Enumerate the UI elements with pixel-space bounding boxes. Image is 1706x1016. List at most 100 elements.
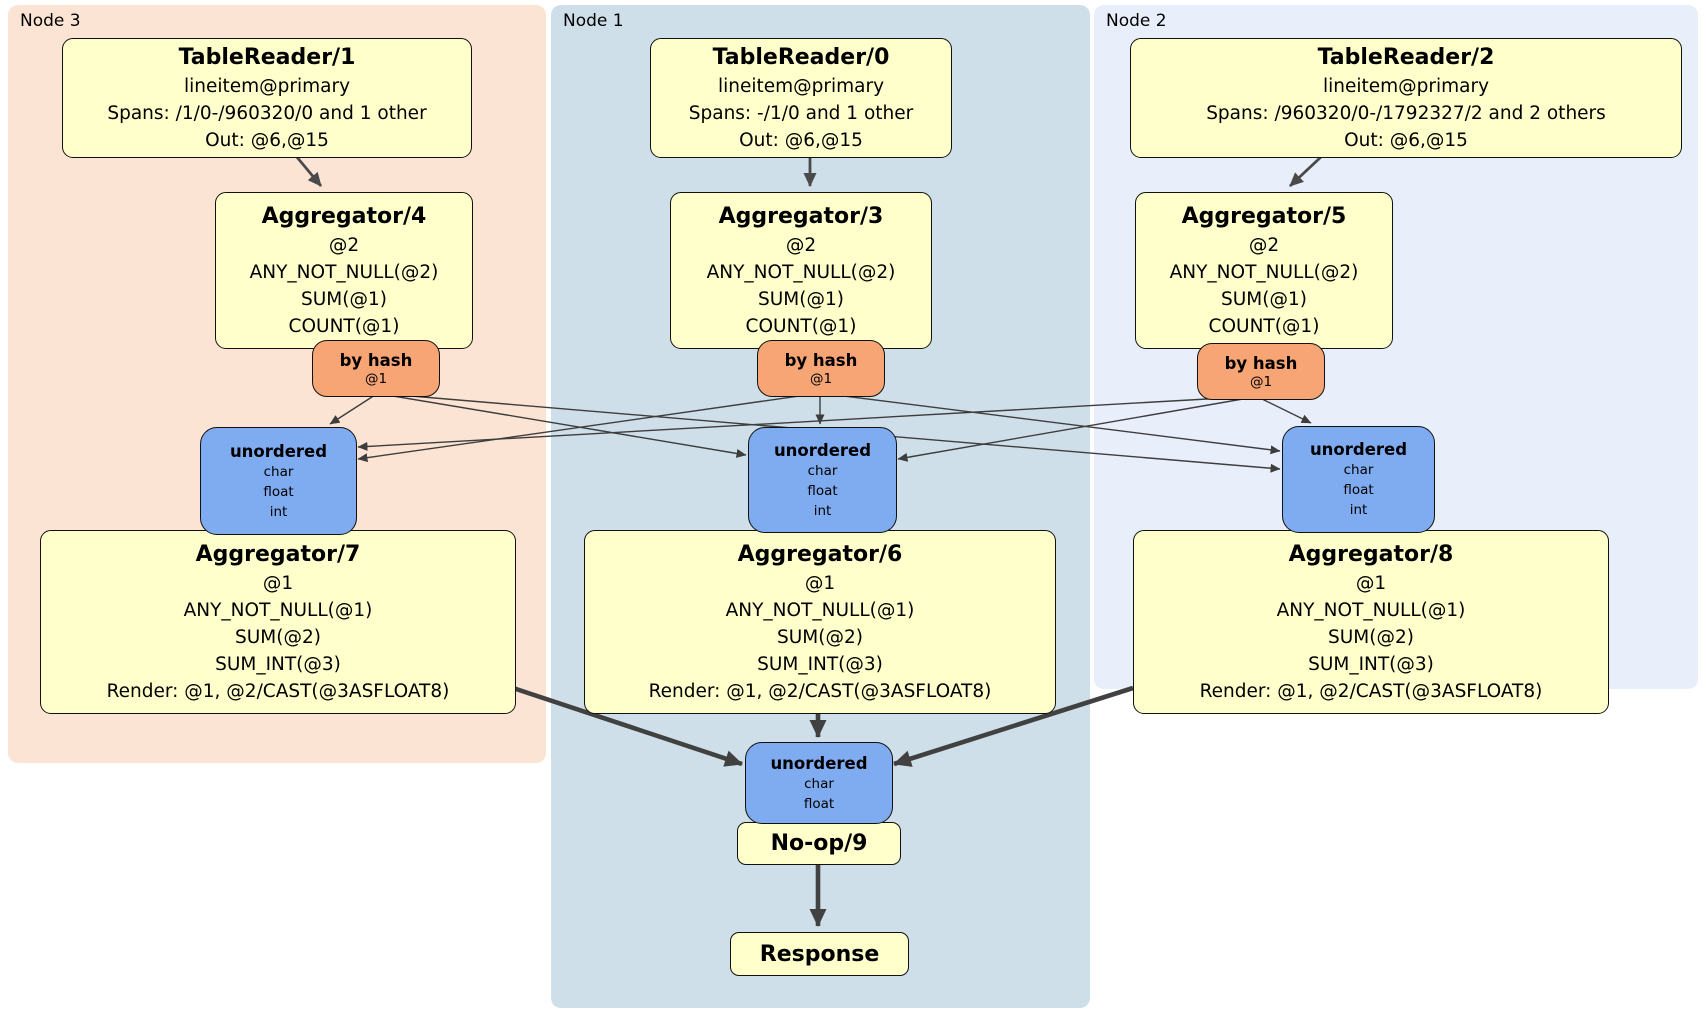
processor-title: Aggregator/4 xyxy=(261,203,427,229)
box-line: SUM(@2) xyxy=(777,626,863,648)
edge-rhA-syA xyxy=(329,394,376,425)
processor-title: Aggregator/8 xyxy=(1288,541,1454,567)
processor-title: TableReader/0 xyxy=(712,44,890,70)
processor-title: Aggregator/5 xyxy=(1181,203,1347,229)
box-line: ANY_NOT_NULL(@1) xyxy=(183,599,373,621)
box-line: Spans: /1/0-/960320/0 and 1 other xyxy=(107,102,427,124)
edge-agg8-finalsync xyxy=(893,685,1134,767)
box-line: SUM(@2) xyxy=(1328,626,1414,648)
router-key: @1 xyxy=(1249,373,1273,390)
edge-rhC-syB xyxy=(897,395,1261,462)
box-line: COUNT(@1) xyxy=(288,315,400,337)
box-line: float xyxy=(1343,482,1374,498)
box-line: ANY_NOT_NULL(@2) xyxy=(249,261,439,283)
router-key: @1 xyxy=(364,370,388,387)
box-line: lineitem@primary xyxy=(717,75,885,97)
box-line: ANY_NOT_NULL(@1) xyxy=(725,599,915,621)
edge-rhB-syA xyxy=(357,392,821,463)
box-line: SUM(@1) xyxy=(758,288,844,310)
processor-title: No-op/9 xyxy=(770,831,868,856)
box-line: SUM(@1) xyxy=(1221,288,1307,310)
router-title: by hash xyxy=(784,350,858,370)
unordered-sync-final: unordered char float xyxy=(745,742,893,824)
box-line: Spans: /960320/0-/1792327/2 and 2 others xyxy=(1206,102,1606,124)
router-title: by hash xyxy=(339,350,413,370)
node3-panel-label: Node 3 xyxy=(20,11,81,31)
box-line: SUM_INT(@3) xyxy=(215,653,341,675)
edge-rhA-syB xyxy=(374,392,747,458)
unordered-sync-node1: unordered char float int xyxy=(748,427,897,533)
box-line: lineitem@primary xyxy=(1322,75,1490,97)
box-line: @1 xyxy=(1355,572,1387,594)
sync-columns: char float xyxy=(804,774,834,814)
box-line: ANY_NOT_NULL(@2) xyxy=(1169,261,1359,283)
box-line: char xyxy=(263,463,294,480)
processor-title: TableReader/1 xyxy=(178,44,356,70)
processor-title: Aggregator/7 xyxy=(195,541,361,567)
response-node: Response xyxy=(730,932,909,976)
sync-title: unordered xyxy=(770,753,868,773)
box-line: SUM(@1) xyxy=(301,288,387,310)
hash-router-node3: by hash @1 xyxy=(312,340,440,397)
sync-title: unordered xyxy=(229,441,328,461)
box-line: ANY_NOT_NULL(@1) xyxy=(1276,599,1466,621)
box-line: lineitem@primary xyxy=(183,75,351,97)
box-line: int xyxy=(1349,502,1368,518)
edge-rhC-syC xyxy=(1259,397,1312,424)
box-line: @2 xyxy=(328,234,360,256)
response-title: Response xyxy=(759,941,880,967)
box-line: @1 xyxy=(804,572,836,594)
box-line: SUM(@2) xyxy=(235,626,321,648)
box-line: SUM_INT(@3) xyxy=(757,653,883,675)
edge-agg7-finalsync xyxy=(512,685,743,767)
processor-title: TableReader/2 xyxy=(1317,44,1495,70)
box-line: int xyxy=(269,503,288,520)
box-line: @2 xyxy=(1248,234,1280,256)
box-line: char xyxy=(807,462,838,479)
box-line: @2 xyxy=(785,234,817,256)
box-line: Render: @1, @2/CAST(@3ASFLOAT8) xyxy=(106,680,450,702)
box-line: COUNT(@1) xyxy=(1208,315,1320,337)
box-line: Spans: -/1/0 and 1 other xyxy=(688,102,914,124)
edge-rhC-syA xyxy=(357,395,1261,451)
processor-noop-9: No-op/9 xyxy=(737,822,901,865)
router-key: @1 xyxy=(809,370,833,387)
sync-title: unordered xyxy=(773,440,872,460)
edge-tr2-agg5 xyxy=(1289,154,1323,188)
box-line: Render: @1, @2/CAST(@3ASFLOAT8) xyxy=(1199,680,1543,702)
box-line: ANY_NOT_NULL(@2) xyxy=(706,261,896,283)
box-line: float xyxy=(803,795,835,812)
box-line: SUM_INT(@3) xyxy=(1308,653,1434,675)
box-line: Out: @6,@15 xyxy=(739,129,863,151)
hash-router-node1: by hash @1 xyxy=(757,340,885,397)
unordered-sync-node2: unordered char float int xyxy=(1282,426,1435,533)
box-line: float xyxy=(807,482,838,499)
box-line: COUNT(@1) xyxy=(745,315,857,337)
sync-title: unordered xyxy=(1309,440,1408,459)
router-title: by hash xyxy=(1224,353,1298,373)
sync-columns: char float int xyxy=(1343,460,1373,520)
box-line: char xyxy=(804,775,834,792)
edge-tr1-agg4 xyxy=(294,155,323,187)
box-line: int xyxy=(813,502,832,519)
processor-title: Aggregator/3 xyxy=(718,203,884,229)
box-line: char xyxy=(1343,462,1374,478)
